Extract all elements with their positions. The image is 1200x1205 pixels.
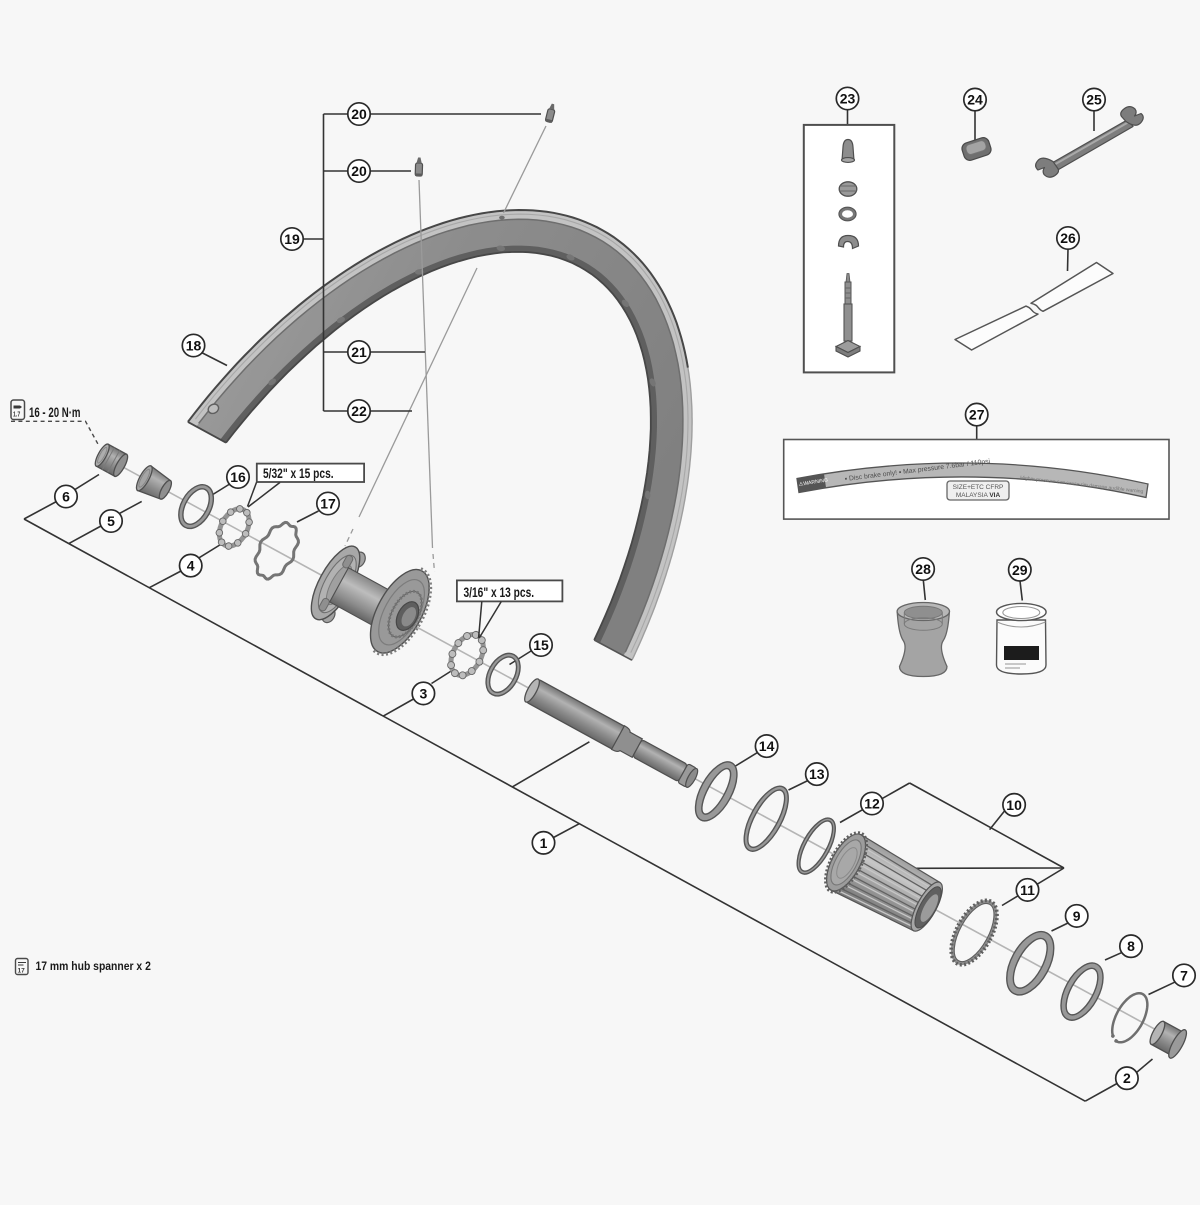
svg-text:20: 20: [351, 106, 367, 122]
svg-text:26: 26: [1060, 230, 1076, 246]
svg-text:4: 4: [187, 558, 195, 574]
svg-text:6: 6: [62, 489, 70, 505]
svg-text:17: 17: [18, 968, 26, 975]
svg-text:20: 20: [351, 163, 367, 179]
svg-text:19: 19: [284, 231, 300, 247]
svg-text:3: 3: [420, 685, 428, 701]
svg-text:22: 22: [351, 403, 367, 419]
svg-text:29: 29: [1012, 562, 1028, 578]
svg-text:23: 23: [840, 91, 856, 107]
svg-text:SIZE+ETC CFRP: SIZE+ETC CFRP: [953, 484, 1004, 491]
svg-text:15: 15: [533, 637, 549, 653]
svg-text:14: 14: [759, 738, 775, 754]
svg-text:27: 27: [969, 407, 985, 423]
svg-text:17: 17: [320, 496, 336, 512]
svg-text:12: 12: [864, 796, 880, 812]
svg-text:21: 21: [351, 344, 367, 360]
svg-text:3/16" x 13 pcs.: 3/16" x 13 pcs.: [464, 584, 535, 600]
svg-text:11: 11: [1020, 882, 1035, 898]
svg-text:17 mm hub spanner x 2: 17 mm hub spanner x 2: [36, 960, 151, 973]
svg-text:7: 7: [1180, 967, 1188, 983]
svg-text:28: 28: [915, 561, 931, 577]
svg-text:1.7: 1.7: [13, 411, 21, 419]
svg-text:13: 13: [809, 766, 825, 782]
svg-text:18: 18: [186, 338, 202, 354]
svg-text:10: 10: [1006, 797, 1022, 813]
svg-text:16 - 20 N·m: 16 - 20 N·m: [29, 404, 81, 420]
svg-text:5: 5: [107, 513, 115, 529]
svg-text:2: 2: [1123, 1070, 1131, 1086]
svg-text:5/32" x 15 pcs.: 5/32" x 15 pcs.: [263, 466, 334, 482]
svg-text:9: 9: [1073, 908, 1081, 924]
svg-text:MALAYSIA VIA: MALAYSIA VIA: [956, 492, 1001, 499]
svg-text:8: 8: [1127, 938, 1135, 954]
svg-text:16: 16: [230, 469, 246, 485]
svg-text:1: 1: [540, 835, 548, 851]
svg-text:25: 25: [1086, 92, 1102, 108]
svg-text:24: 24: [967, 92, 983, 108]
